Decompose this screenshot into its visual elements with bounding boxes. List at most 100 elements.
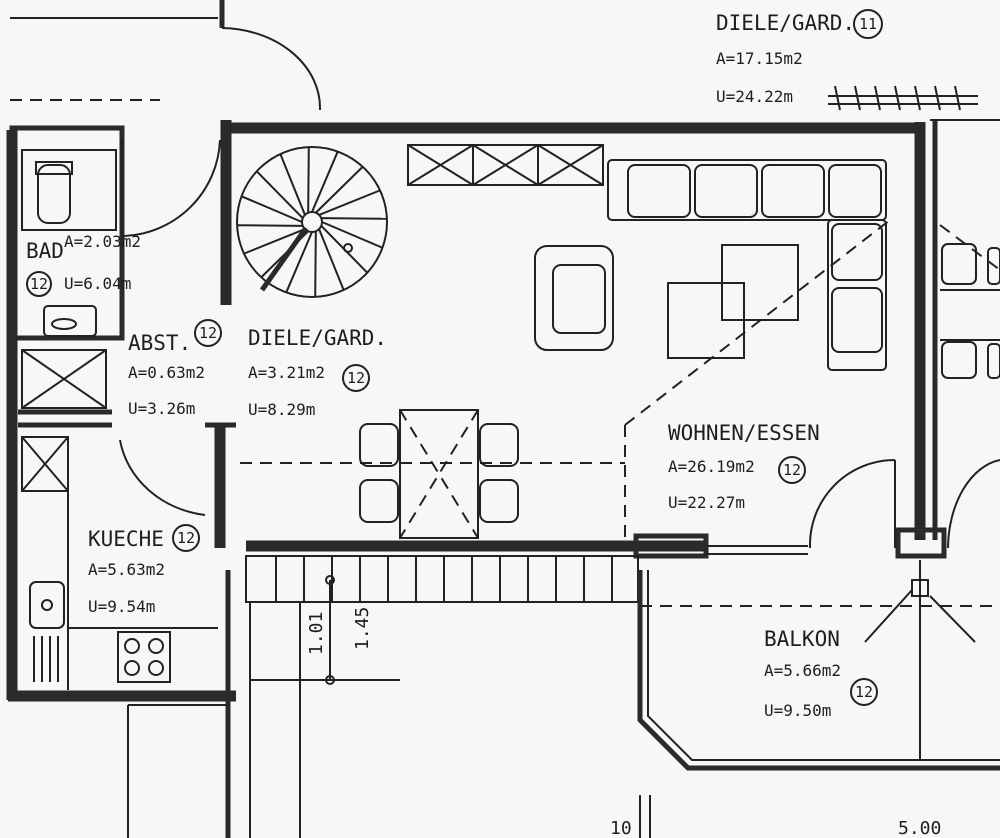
sofa	[607, 159, 887, 371]
stair-marker	[343, 243, 353, 253]
storage-unit	[407, 144, 604, 186]
room-perimeter: U=22.27m	[668, 493, 745, 512]
room-diele: DIELE/GARD. A=3.21m2 12 U=8.29m	[248, 326, 387, 419]
balcony-inner	[647, 570, 1000, 761]
room-name: BALKON	[764, 627, 840, 651]
room-badge	[853, 9, 883, 39]
room-kueche: KUECHE 12 A=5.63m2 U=9.54m	[88, 524, 200, 616]
room-perimeter: U=9.50m	[764, 701, 831, 720]
bathroom-fixtures	[21, 149, 117, 337]
room-name: ABST.	[128, 331, 191, 355]
room-area: A=26.19m2	[668, 457, 755, 476]
stair-tread	[318, 228, 345, 291]
sofa-outline-top	[607, 159, 887, 221]
room-wohnen: WOHNEN/ESSEN A=26.19m2 12 U=22.27m	[668, 421, 820, 512]
armchair	[534, 245, 614, 351]
wall-right-pillar	[895, 527, 947, 559]
sink-drainboard	[33, 636, 59, 682]
storage-cross	[407, 144, 604, 186]
coffee-table-2	[667, 282, 745, 359]
stair-tread	[307, 147, 310, 213]
toilet	[37, 164, 71, 224]
sofa-outline-side	[827, 219, 887, 371]
dimension-labels: 1.01 1.45 5.00 10	[306, 607, 941, 838]
chair-4	[479, 479, 519, 523]
room-perimeter: U=9.54m	[88, 597, 155, 616]
room-badge	[172, 524, 200, 552]
stair-tread	[279, 153, 306, 216]
room-name: BAD	[26, 239, 64, 263]
stair-tread	[314, 231, 317, 297]
right-edge-chairs	[940, 243, 1000, 379]
door-arc-right	[947, 459, 1000, 549]
shower	[21, 149, 117, 231]
dimension-1: 1.01	[306, 612, 327, 655]
room-area: A=5.63m2	[88, 560, 165, 579]
room-badge-number: 12	[347, 369, 365, 387]
room-name: WOHNEN/ESSEN	[668, 421, 820, 445]
dining-table	[399, 409, 479, 539]
top-storage	[407, 85, 978, 186]
door-arc-kueche	[119, 439, 206, 516]
dash-diagonal	[624, 219, 891, 426]
room-area: A=3.21m2	[248, 363, 325, 382]
chair-2	[359, 479, 399, 523]
dining-set	[359, 409, 519, 539]
room-badge	[26, 271, 52, 297]
room-name: DIELE/GARD.	[248, 326, 387, 350]
dimension-2: 1.45	[352, 607, 373, 650]
room-badge-number: 12	[855, 683, 873, 701]
room-area: A=17.15m2	[716, 49, 803, 68]
balcony-cross	[864, 589, 976, 643]
stair-treads	[237, 147, 387, 297]
kitchen-fixtures	[29, 581, 218, 683]
railing-top-right	[828, 85, 978, 111]
stair-arrow	[259, 226, 309, 292]
room-perimeter: U=6.04m	[64, 274, 131, 293]
room-badge	[194, 319, 222, 347]
stair-outer	[236, 146, 388, 298]
room-badge-number: 12	[199, 324, 217, 342]
balcony	[637, 560, 1000, 838]
room-badge-number: 12	[783, 461, 801, 479]
chair-1	[359, 423, 399, 467]
room-bad: BAD A=2.03m2 12 U=6.04m	[26, 232, 141, 297]
straight-stair	[245, 555, 639, 838]
room-badge-number: 12	[30, 275, 48, 293]
room-badge	[778, 456, 806, 484]
room-balkon: BALKON A=5.66m2 12 U=9.50m	[764, 627, 878, 720]
room-name: DIELE/GARD.	[716, 11, 855, 35]
door-arc-bad	[121, 139, 221, 237]
abst-box	[21, 349, 107, 409]
storage-crosses	[21, 349, 107, 690]
room-area: A=0.63m2	[128, 363, 205, 382]
dimension-bottom-left: 10	[610, 818, 632, 838]
chair-3	[479, 423, 519, 467]
room-badge	[850, 678, 878, 706]
room-badge	[342, 364, 370, 392]
stair-tread	[241, 195, 303, 223]
stair-tread	[311, 151, 339, 213]
stair-tread	[318, 189, 381, 216]
doors	[119, 27, 1000, 549]
washbasin	[43, 305, 97, 337]
door-arc-balkon	[808, 459, 896, 549]
room-area: A=2.03m2	[64, 232, 141, 251]
stair-tread	[237, 224, 303, 227]
room-diele-top: DIELE/GARD. 11 A=17.15m2 U=24.22m	[716, 9, 883, 106]
stair-tread	[256, 170, 304, 219]
room-perimeter: U=24.22m	[716, 87, 793, 106]
stair-tread	[285, 231, 313, 293]
dash-right	[939, 224, 1000, 271]
stair-steps	[275, 556, 613, 602]
sink	[29, 581, 65, 629]
room-perimeter: U=3.26m	[128, 399, 195, 418]
door-arc-top-left	[221, 27, 322, 111]
stair-tread	[321, 217, 387, 220]
spiral-stair	[236, 146, 388, 298]
stair-tread	[315, 166, 364, 214]
stair-tread	[321, 221, 383, 249]
room-perimeter: U=8.29m	[248, 400, 315, 419]
room-abst: ABST. 12 A=0.63m2 U=3.26m	[128, 319, 222, 418]
